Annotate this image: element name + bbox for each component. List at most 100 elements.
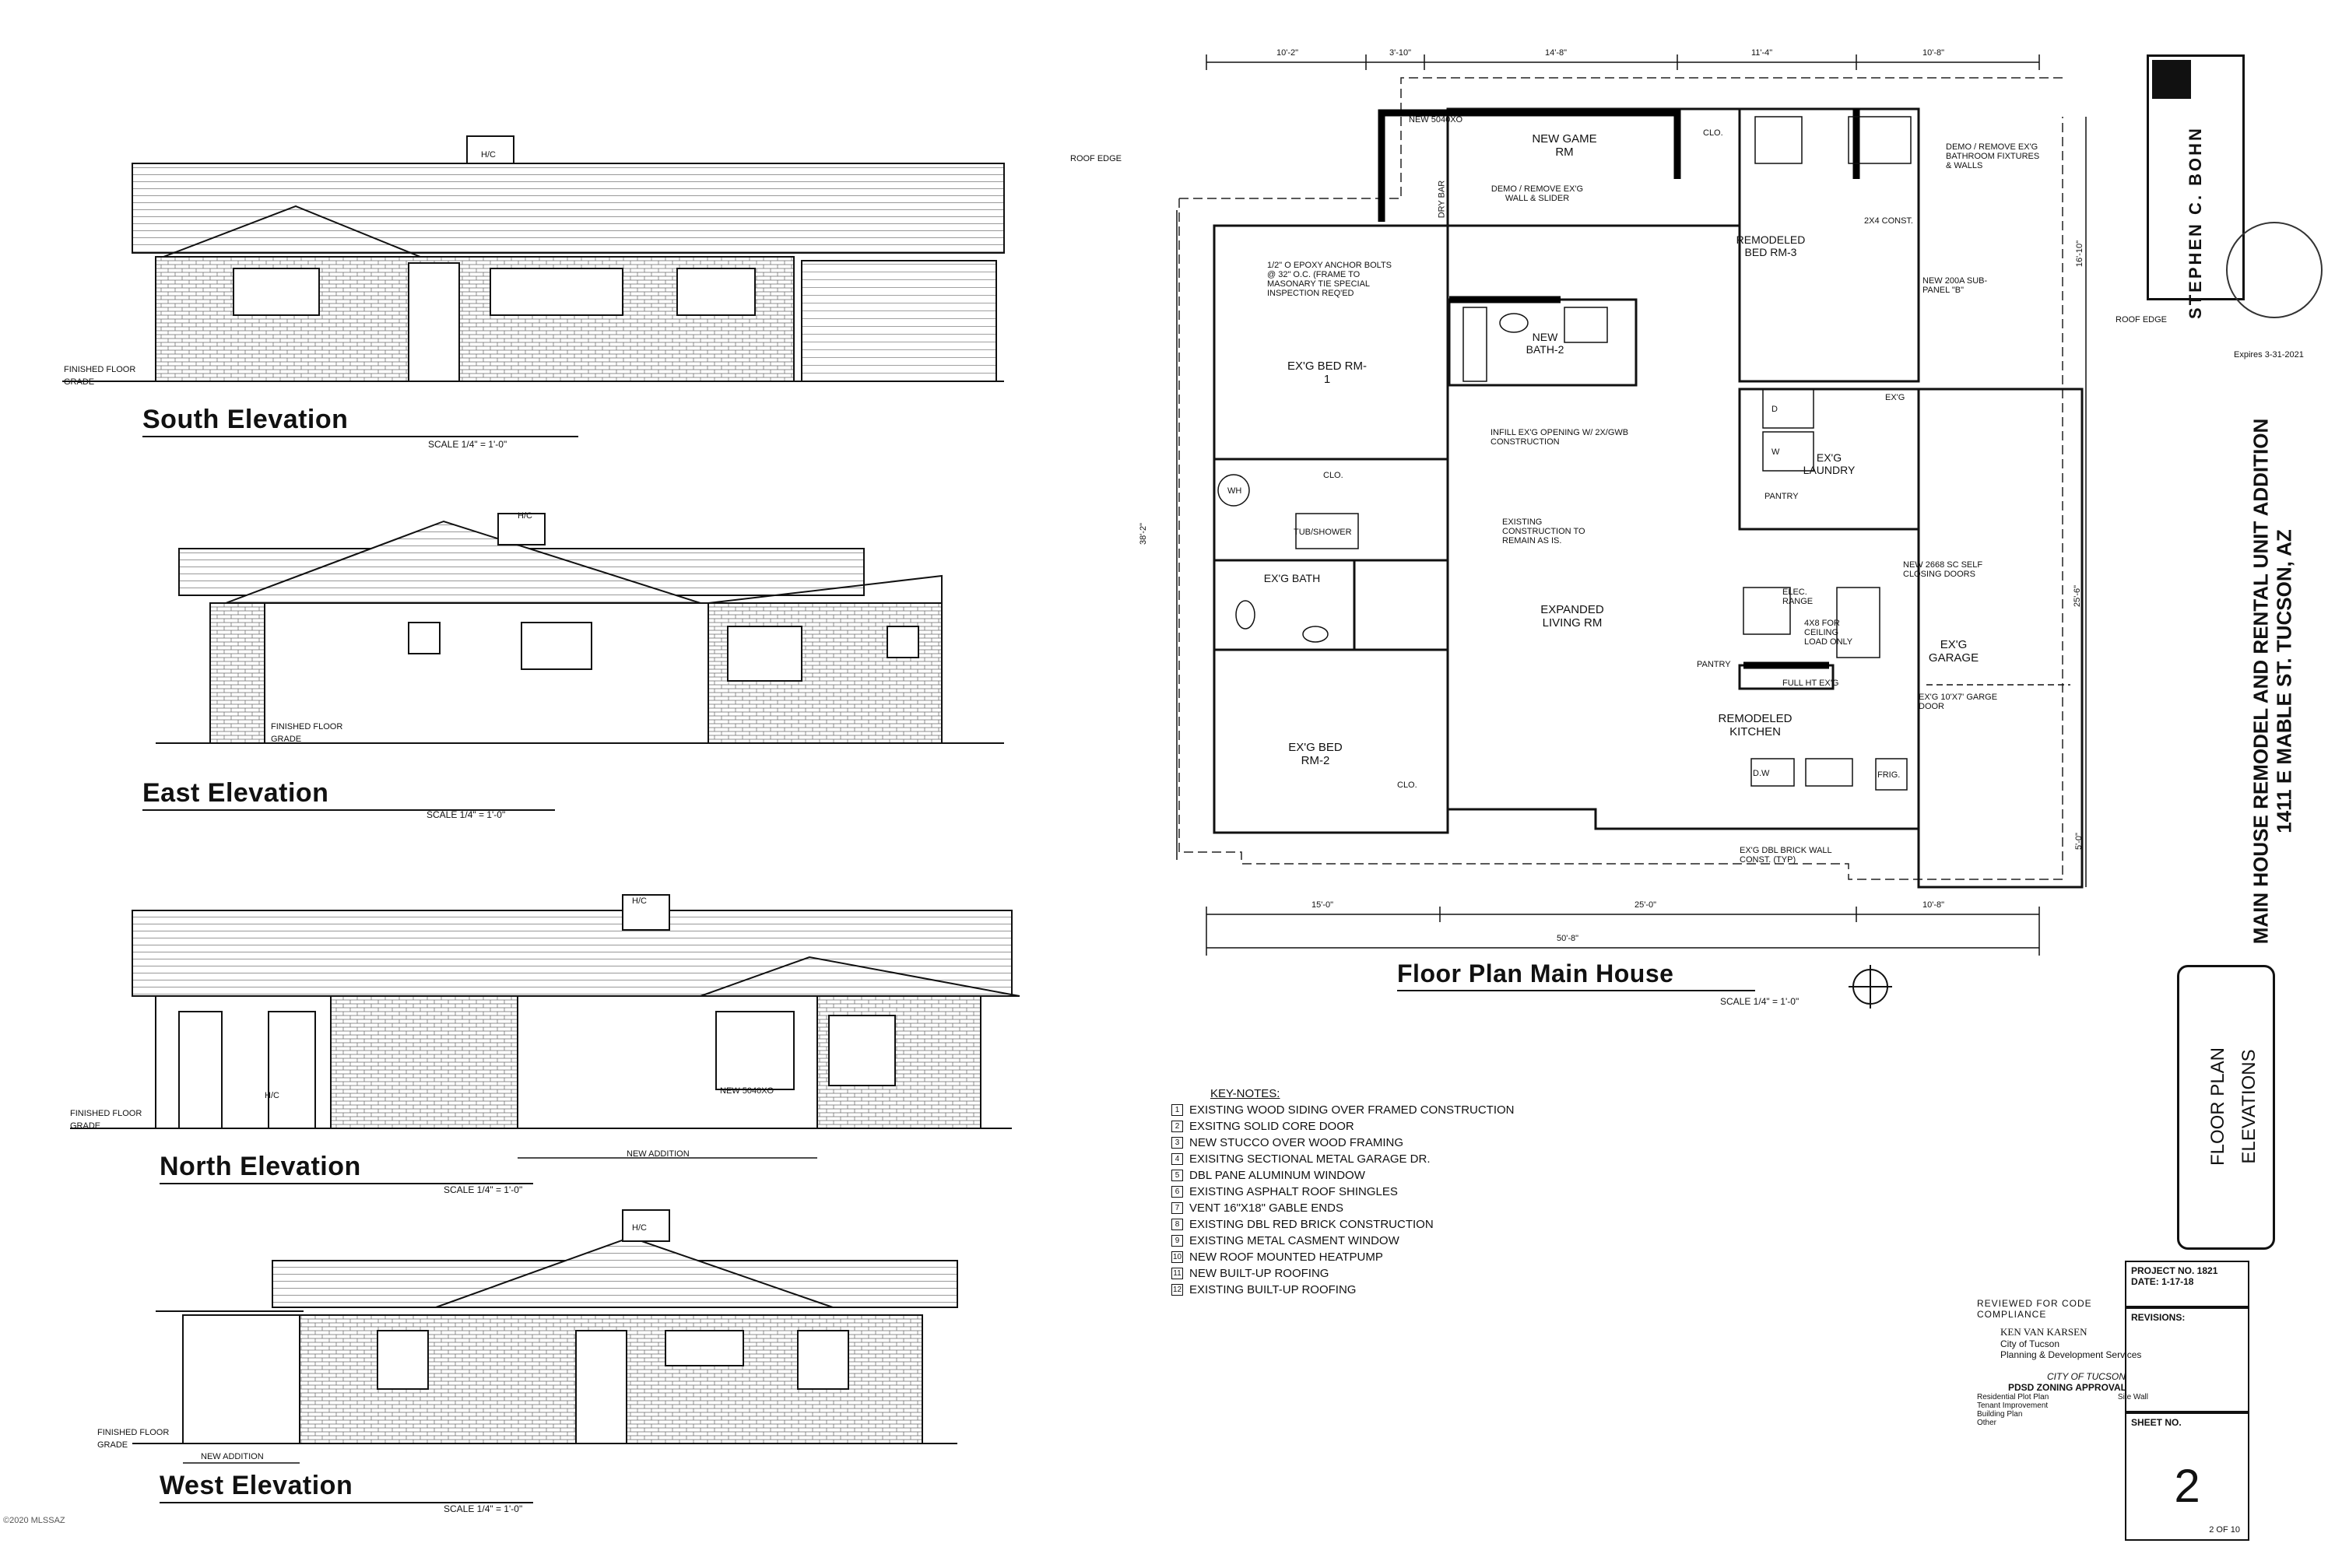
sheet-title-1: FLOOR PLAN xyxy=(2207,1047,2228,1166)
south-title-underline xyxy=(142,436,578,437)
note-existing: EXISTING CONSTRUCTION TO REMAIN AS IS. xyxy=(1502,517,1585,545)
west-floor-label: FINISHED FLOOR xyxy=(97,1428,170,1437)
architect-seal xyxy=(2226,222,2323,318)
room-bed2: EX'G BED RM-2 xyxy=(1288,741,1343,767)
note-epoxy: 1/2" O EPOXY ANCHOR BOLTS @ 32" O.C. (FR… xyxy=(1267,261,1392,298)
approval-reviewed: REVIEWED FOR CODE COMPLIANCE xyxy=(1977,1298,2092,1320)
logo-mark-icon xyxy=(2152,60,2191,99)
approval-stamp: REVIEWED FOR CODE COMPLIANCE KEN VAN KAR… xyxy=(1977,1298,2148,1427)
note-demo-wall: DEMO / REMOVE EX'G WALL & SLIDER xyxy=(1491,184,1584,203)
note-infill: INFILL EX'G OPENING W/ 2X/GWB CONSTRUCTI… xyxy=(1491,428,1629,447)
note-subpanel: NEW 200A SUB-PANEL "B" xyxy=(1922,276,1988,295)
approval-name: KEN VAN KARSEN xyxy=(2000,1326,2087,1338)
room-bed1: EX'G BED RM-1 xyxy=(1287,360,1368,386)
approval-city: CITY OF TUCSON xyxy=(2047,1371,2126,1382)
north-new-addition-label: NEW ADDITION xyxy=(627,1149,690,1159)
approval-opt-3: Building Plan xyxy=(1977,1410,2023,1419)
note-window: NEW 5040XO xyxy=(1409,115,1463,125)
note-elec-range: ELEC. RANGE xyxy=(1782,588,1814,606)
east-scale: SCALE 1/4" = 1'-0" xyxy=(427,809,506,820)
approval-org-1: City of Tucson xyxy=(2000,1338,2060,1349)
east-grade-label: GRADE xyxy=(271,735,302,744)
note-sc-doors: NEW 2668 SC SELF CLOSING DOORS xyxy=(1903,560,1983,579)
note-demo-bath: DEMO / REMOVE EX'G BATHROOM FIXTURES & W… xyxy=(1946,142,2040,170)
note-wh: WH xyxy=(1227,486,1242,496)
north-hc-label: H/C xyxy=(632,896,647,906)
west-title-underline xyxy=(160,1502,533,1503)
note-dryer: D xyxy=(1771,405,1778,414)
note-dw: D.W xyxy=(1753,769,1770,778)
watermark: ©2020 MLSSAZ xyxy=(3,1516,65,1525)
dim-top-1: 10'-2" xyxy=(1276,48,1299,58)
room-game: NEW GAME RM xyxy=(1532,132,1597,159)
project-no: PROJECT NO. 1821 xyxy=(2131,1265,2218,1276)
sheet-title-2: ELEVATIONS xyxy=(2238,1049,2260,1164)
approval-opt-1: Residential Plot Plan xyxy=(1977,1393,2049,1401)
revisions-box: REVISIONS: xyxy=(2125,1307,2249,1412)
revisions-label: REVISIONS: xyxy=(2131,1312,2186,1323)
east-floor-label: FINISHED FLOOR xyxy=(271,722,343,731)
note-exg-door: EX'G xyxy=(1885,393,1905,402)
dim-left: 38'-2" xyxy=(1139,522,1149,545)
approval-opt-4: Other xyxy=(1977,1419,1997,1427)
south-grade-label: GRADE xyxy=(64,377,95,387)
west-hc-label: H/C xyxy=(632,1223,647,1233)
sheet-no: 2 xyxy=(2174,1460,2200,1512)
dim-top-3: 14'-8" xyxy=(1545,48,1568,58)
approval-opt-2: Tenant Improvement xyxy=(1977,1401,2049,1410)
sheet-title-box: FLOOR PLAN ELEVATIONS xyxy=(2177,965,2275,1250)
project-date: DATE: 1-17-18 xyxy=(2131,1276,2194,1287)
roof-edge-left: ROOF EDGE xyxy=(1070,154,1122,163)
note-brick-wall: EX'G DBL BRICK WALL CONST. (TYP) xyxy=(1740,846,1832,865)
room-bed3: REMODELED BED RM-3 xyxy=(1736,233,1806,258)
floor-plan-title: Floor Plan Main House xyxy=(1397,959,1674,987)
south-elevation xyxy=(62,135,1005,382)
room-pantry: PANTRY xyxy=(1697,660,1731,669)
west-elevation-title: West Elevation xyxy=(160,1471,353,1500)
west-grade-label: GRADE xyxy=(97,1440,128,1450)
dim-right-3: 5'-0" xyxy=(2073,833,2084,850)
east-hc-label: H/C xyxy=(518,511,532,521)
room-garage: EX'G GARAGE xyxy=(1928,638,1979,665)
note-clo-3: CLO. xyxy=(1397,780,1417,790)
west-scale: SCALE 1/4" = 1'-0" xyxy=(444,1503,523,1514)
project-info-box: PROJECT NO. 1821 DATE: 1-17-18 xyxy=(2125,1261,2249,1307)
sheet-number-box: SHEET NO. 2 2 OF 10 xyxy=(2125,1412,2249,1541)
east-elevation xyxy=(156,513,1004,744)
south-floor-label: FINISHED FLOOR xyxy=(64,365,136,374)
floor-plan-title-underline xyxy=(1397,990,1755,991)
floor-plan-drawing xyxy=(1176,54,2087,1009)
north-floor-label: FINISHED FLOOR xyxy=(70,1109,142,1118)
south-scale: SCALE 1/4" = 1'-0" xyxy=(428,439,507,450)
note-ceiling-load: 4X8 FOR CEILING LOAD ONLY xyxy=(1804,619,1853,647)
dim-right-2: 25'-6" xyxy=(2073,584,2083,608)
dim-top-5: 10'-8" xyxy=(1922,48,1945,58)
north-hc-door-label: H/C xyxy=(265,1091,279,1100)
architect-name: STEPHEN C. BOHN xyxy=(2186,126,2205,319)
dim-bottom-3: 10'-8" xyxy=(1922,900,1945,910)
note-tub: TUB/SHOWER xyxy=(1294,528,1352,537)
north-title-underline xyxy=(160,1183,533,1184)
room-living: EXPANDED LIVING RM xyxy=(1540,603,1604,630)
seal-expires: Expires 3-31-2021 xyxy=(2234,350,2304,360)
north-arrow-icon xyxy=(1849,965,1892,1009)
floor-plan-scale: SCALE 1/4" = 1'-0" xyxy=(1720,996,1800,1007)
room-bath2: NEW BATH-2 xyxy=(1526,331,1564,356)
dim-total: 50'-8" xyxy=(1557,934,1579,943)
roof-edge-right: ROOF EDGE xyxy=(2116,315,2168,324)
room-pantry-2: PANTRY xyxy=(1764,492,1799,501)
note-frig: FRIG. xyxy=(1877,770,1901,780)
note-const: 2X4 CONST. xyxy=(1864,216,1913,226)
note-washer: W xyxy=(1771,447,1780,457)
dim-bottom-1: 15'-0" xyxy=(1311,900,1334,910)
approval-org-2: Planning & Development Services xyxy=(2000,1349,2142,1360)
